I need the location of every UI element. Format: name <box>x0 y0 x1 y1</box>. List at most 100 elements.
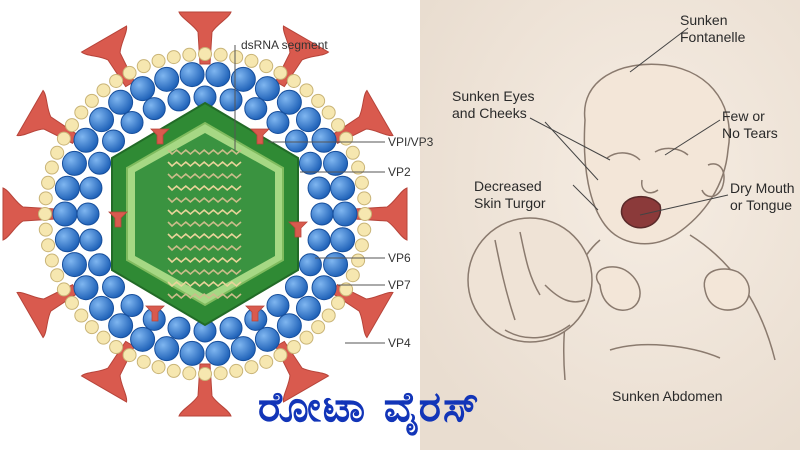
blue-bead <box>167 316 191 340</box>
blue-bead-ring <box>52 62 358 366</box>
blue-bead <box>79 228 103 252</box>
vp4-spike <box>331 89 394 144</box>
rna-strand <box>167 256 242 264</box>
blue-bead <box>73 127 99 153</box>
blue-bead <box>130 76 156 102</box>
outer-bead <box>345 145 360 160</box>
rna-strand <box>167 208 242 216</box>
outer-bead <box>354 238 369 253</box>
blue-bead <box>102 275 126 299</box>
blue-bead <box>89 107 115 133</box>
label-dry-mouth: Dry Mouth or Tongue <box>730 180 795 213</box>
blue-bead <box>102 129 126 153</box>
blue-bead <box>61 150 87 176</box>
outer-bead <box>273 348 288 363</box>
outer-bead <box>198 367 212 381</box>
outer-bead <box>244 53 259 68</box>
blue-bead <box>142 97 166 121</box>
blue-bead <box>298 151 322 175</box>
outer-bead <box>339 282 354 297</box>
vp4-spike <box>275 25 330 88</box>
leader-lines <box>234 45 385 344</box>
rna-strand <box>167 172 242 180</box>
blue-bead <box>205 340 231 366</box>
vp1-marker <box>145 305 165 322</box>
outer-bead <box>331 118 346 133</box>
rna-strand <box>167 292 242 300</box>
label-sunken-abdomen: Sunken Abdomen <box>612 388 723 404</box>
outer-bead <box>44 253 59 268</box>
blue-bead <box>298 253 322 277</box>
outer-bead <box>213 366 228 381</box>
label-dsrna-segment: dsRNA segment <box>241 38 328 52</box>
outer-bead <box>122 348 137 363</box>
blue-bead <box>179 62 205 88</box>
blue-bead <box>310 202 334 226</box>
outer-bead <box>286 73 301 88</box>
blue-bead <box>120 293 144 317</box>
blue-bead <box>307 228 331 252</box>
rna-strand <box>167 280 242 288</box>
outer-bead <box>84 320 99 335</box>
outer-bead <box>96 330 111 345</box>
outer-bead <box>244 360 259 375</box>
vp4-spike <box>2 187 56 241</box>
rna-strand <box>167 184 242 192</box>
label-vp4: VP4 <box>388 336 411 350</box>
vp1-marker <box>245 305 265 322</box>
blue-bead <box>108 89 134 115</box>
blue-bead <box>323 252 349 278</box>
vp4-spike <box>80 340 135 403</box>
blue-bead <box>154 336 180 362</box>
blue-bead <box>330 175 356 201</box>
outer-bead <box>339 131 354 146</box>
vp4-spike <box>178 11 232 65</box>
outer-bead <box>56 131 71 146</box>
outer-bead <box>41 238 56 253</box>
outer-bead <box>182 366 197 381</box>
rna-strand <box>167 220 242 228</box>
blue-bead <box>266 111 290 135</box>
blue-bead <box>79 176 103 200</box>
label-skin-turgor: Decreased Skin Turgor <box>474 178 546 211</box>
outer-bead <box>273 65 288 80</box>
vp4-spike <box>275 340 330 403</box>
blue-bead <box>167 88 191 112</box>
blue-bead <box>52 201 78 227</box>
outer-bead <box>44 160 59 175</box>
outer-bead <box>357 222 372 237</box>
outer-bead <box>311 320 326 335</box>
blue-bead <box>88 151 112 175</box>
outer-bead <box>311 93 326 108</box>
blue-bead <box>276 89 302 115</box>
blue-bead <box>179 340 205 366</box>
outer-bead <box>321 308 336 323</box>
outer-bead <box>84 93 99 108</box>
blue-bead <box>230 66 256 92</box>
blue-bead <box>205 62 231 88</box>
outer-bead <box>259 354 274 369</box>
vp1-marker <box>250 128 270 145</box>
vp1-marker <box>108 211 128 228</box>
outer-bead <box>38 222 53 237</box>
outer-bead <box>229 50 244 65</box>
outer-bead <box>151 53 166 68</box>
outer-bead <box>151 360 166 375</box>
blue-bead <box>244 97 268 121</box>
outer-bead <box>351 160 366 175</box>
outer-bead <box>136 59 151 74</box>
blue-bead <box>108 313 134 339</box>
outer-bead <box>357 191 372 206</box>
label-vp6: VP6 <box>388 251 411 265</box>
blue-bead <box>130 326 156 352</box>
label-vp1-vp3: VPI/VP3 <box>388 135 434 149</box>
rna-strand <box>167 148 242 156</box>
rna-strand <box>167 232 242 240</box>
vp4-spike <box>80 25 135 88</box>
blue-bead <box>295 295 321 321</box>
outer-bead <box>286 340 301 355</box>
blue-bead <box>61 252 87 278</box>
blue-bead <box>230 336 256 362</box>
outer-bead <box>354 175 369 190</box>
